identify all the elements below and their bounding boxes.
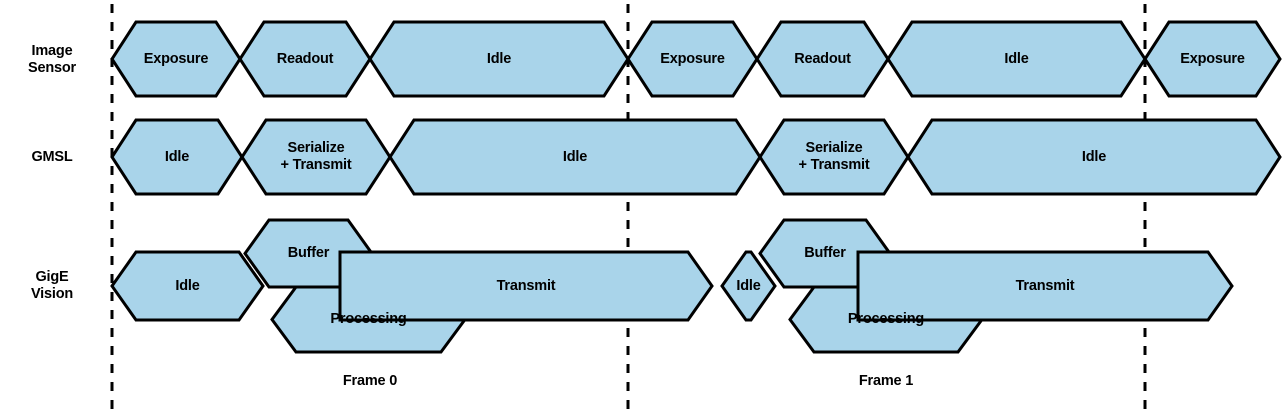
- stage-gmsl-serialize-1[interactable]: [758, 118, 910, 196]
- frame-boundary-guides: [110, 4, 1147, 409]
- stage-image-sensor-exposure-0[interactable]: [110, 20, 242, 98]
- stage-image-sensor-exposure-1[interactable]: [626, 20, 759, 98]
- stage-gmsl-idle-1[interactable]: [388, 118, 762, 196]
- stage-gmsl-idle-0[interactable]: [110, 118, 244, 196]
- stage-gige-vision-transmit-0[interactable]: [338, 250, 714, 322]
- stage-gige-vision-idle-1[interactable]: [720, 250, 777, 322]
- frame-label-0: Frame 0: [342, 373, 398, 389]
- row-label-gmsl: GMSL: [31, 148, 73, 165]
- frame-label-1: Frame 1: [858, 373, 914, 389]
- stage-image-sensor-exposure-2[interactable]: [1143, 20, 1282, 98]
- stage-image-sensor-readout-1[interactable]: [755, 20, 890, 98]
- pipeline-stages: [110, 20, 1282, 354]
- stage-gmsl-idle-2[interactable]: [906, 118, 1282, 196]
- stage-gige-vision-transmit-1[interactable]: [856, 250, 1234, 322]
- stage-image-sensor-idle-0[interactable]: [368, 20, 630, 98]
- row-label-gige-vision: GigE Vision: [30, 269, 74, 302]
- stage-image-sensor-readout-0[interactable]: [238, 20, 372, 98]
- stage-gmsl-serialize-0[interactable]: [240, 118, 392, 196]
- row-label-image-sensor: Image Sensor: [28, 43, 76, 76]
- stage-image-sensor-idle-1[interactable]: [886, 20, 1147, 98]
- stage-gige-vision-idle-0[interactable]: [110, 250, 265, 322]
